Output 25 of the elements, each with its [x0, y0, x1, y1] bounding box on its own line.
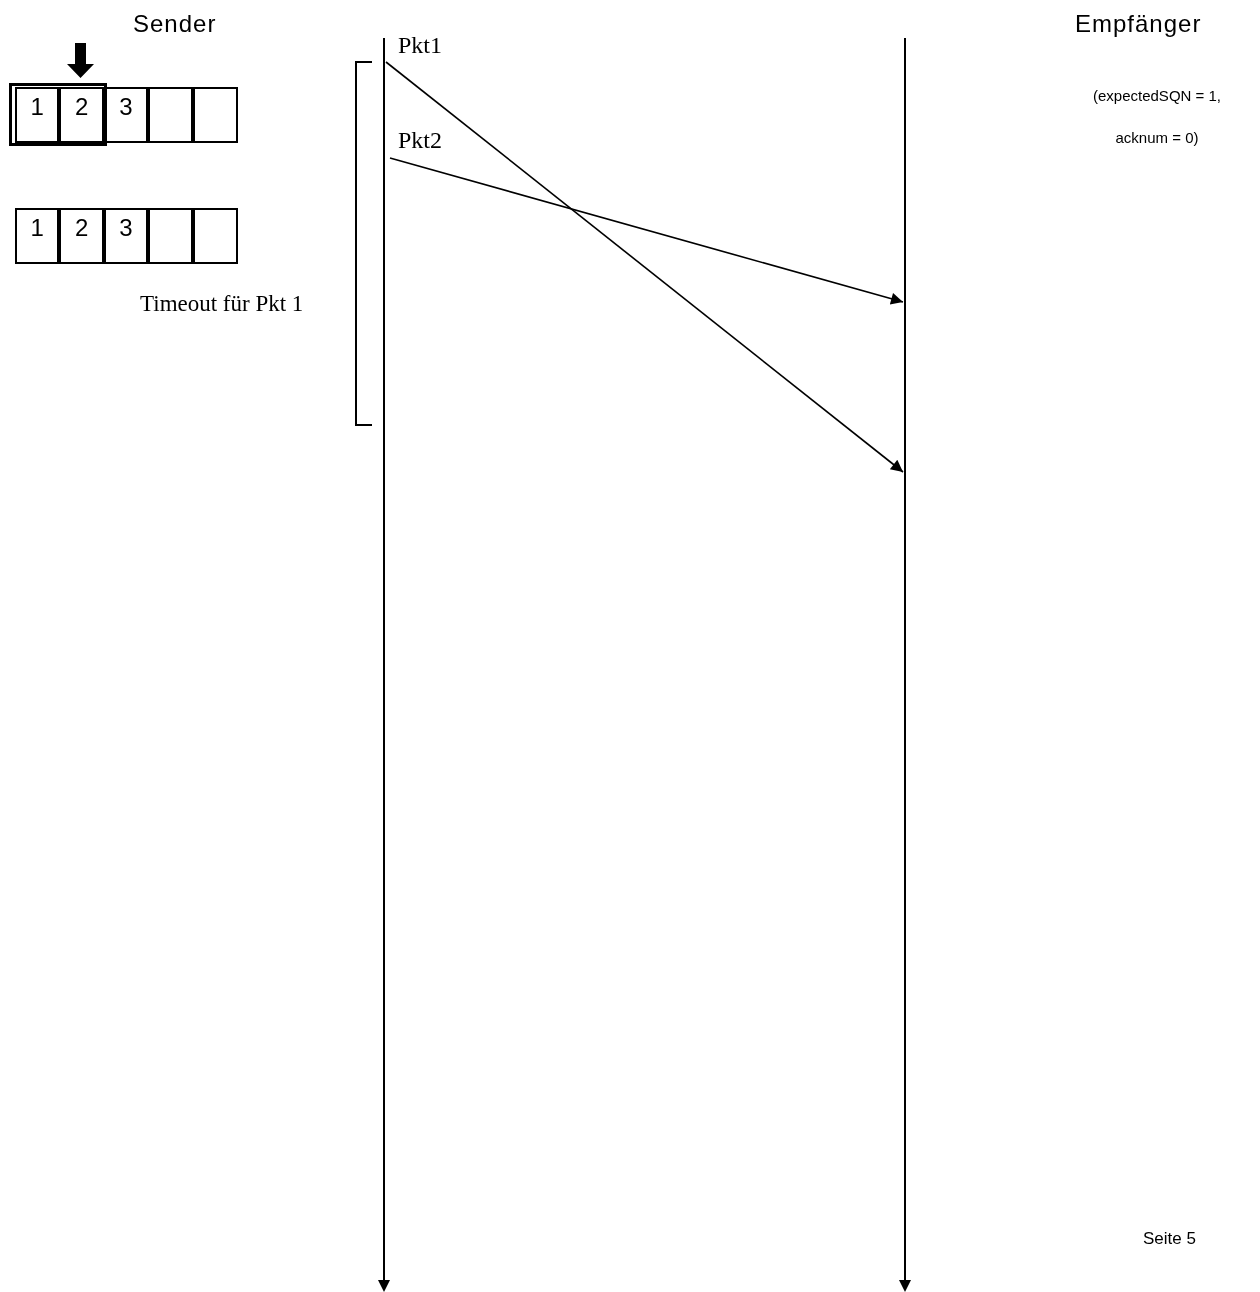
timeline: [375, 38, 392, 1292]
buffer-cell: [192, 208, 238, 264]
packet-arrow: [385, 61, 904, 473]
buffer-cell: [148, 87, 193, 143]
cell-number: 3: [119, 95, 133, 119]
buffer-cell: [59, 87, 104, 143]
buffer-cell: [15, 208, 60, 264]
cell-number: 2: [74, 216, 89, 240]
timeline: [896, 38, 913, 1292]
buffer-cell: [59, 208, 104, 264]
packet-arrow: [389, 157, 904, 305]
page-number: Seite 5: [1143, 1229, 1197, 1250]
lane-title: Sender: [133, 10, 218, 39]
buffer-cell: [148, 208, 193, 264]
cell-number: 1: [30, 95, 44, 119]
timeout-label: Timeout für Pkt 1: [140, 290, 305, 318]
lane-title: Empfänger: [1075, 10, 1203, 39]
window-frame: [9, 83, 107, 146]
cell-number: 3: [119, 216, 133, 240]
buffer-cell: [103, 208, 149, 264]
buffer-cell: [192, 87, 238, 143]
cell-number: 2: [74, 95, 89, 119]
state-note: (expectedSQN = 1, acknum = 0): [1092, 86, 1222, 148]
cell-number: 1: [30, 216, 44, 240]
buffer-cell: [15, 87, 60, 143]
